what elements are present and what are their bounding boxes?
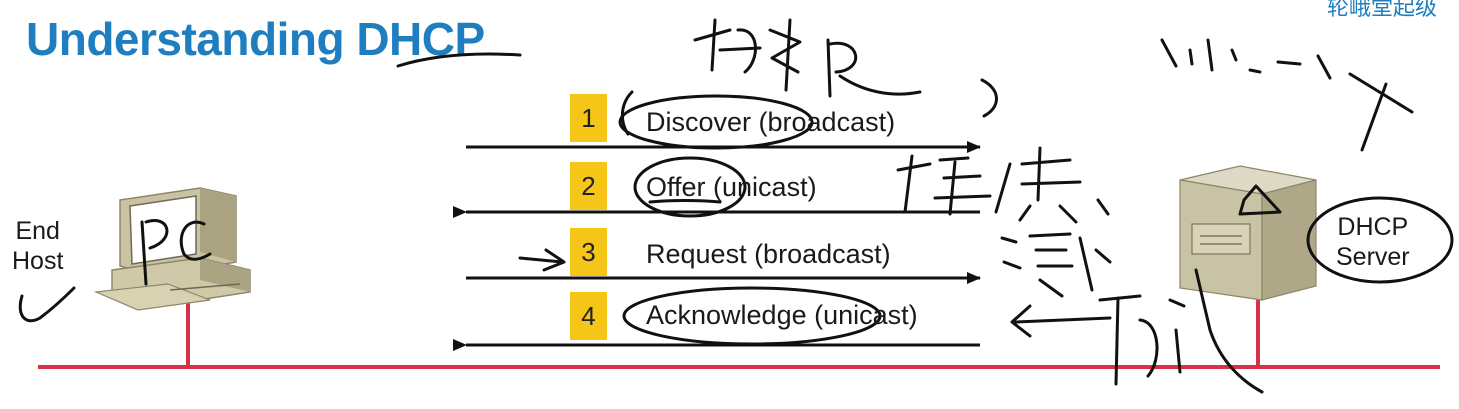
dhcp-server-label-line-1: DHCP	[1337, 213, 1409, 241]
pc-icon	[93, 187, 251, 311]
offer-circle	[633, 156, 747, 218]
dhcp-server-label-line-2: Server	[1336, 243, 1410, 271]
pc-scribble	[140, 219, 212, 286]
step-2-label: Offer (unicast)	[646, 172, 817, 202]
handwriting-annotations	[18, 18, 1454, 394]
step-1-label: Discover (broadcast)	[646, 107, 896, 137]
end-host-label-line-1: End	[15, 217, 60, 245]
title-underline-scribble	[396, 52, 522, 68]
end-host-label: End Host	[12, 216, 63, 276]
step-1-badge: 1	[570, 94, 607, 142]
step-4-badge: 4	[570, 292, 607, 340]
step-3-label: Request (broadcast)	[646, 239, 891, 269]
server-label-circle	[1306, 196, 1454, 284]
end-host-label-line-2: Host	[12, 247, 64, 275]
slide-title: Understanding DHCP	[26, 13, 485, 65]
dhcp-server-label: DHCP Server	[1336, 212, 1410, 272]
server-triangle-scribble	[1238, 184, 1282, 216]
corner-watermark: 轮峨堂起级	[1326, 0, 1437, 21]
server-icon	[1179, 165, 1317, 301]
step-3-badge: 3	[570, 228, 607, 276]
step-2-badge: 2	[570, 162, 607, 210]
step-4-label: Acknowledge (unicast)	[646, 300, 918, 330]
acknowledge-circle	[622, 286, 882, 346]
check-scribble	[18, 286, 76, 323]
discover-circle	[618, 94, 814, 150]
